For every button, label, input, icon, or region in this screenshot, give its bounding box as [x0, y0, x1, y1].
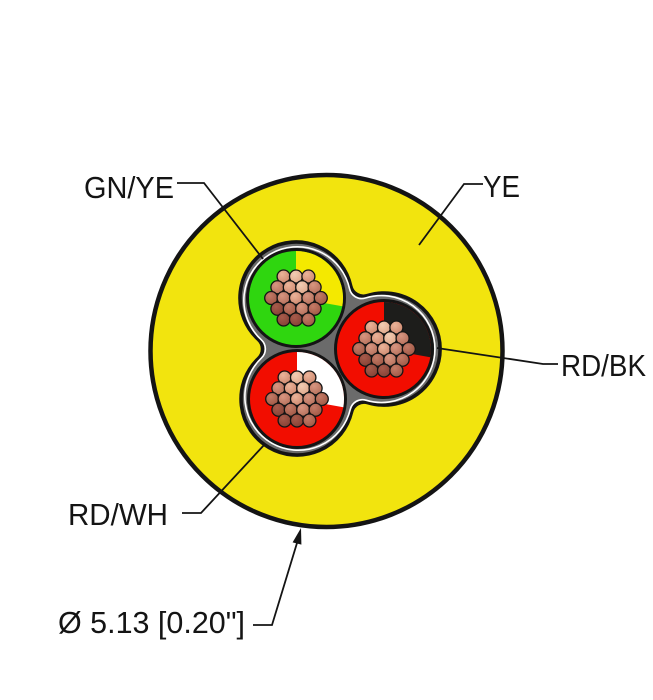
label-rd-bk: RD/BK [561, 348, 646, 383]
conductor-rd-bk [334, 299, 434, 399]
label-rd-wh: RD/WH [68, 497, 168, 532]
copper-strand [307, 301, 322, 316]
copper-strand [276, 312, 291, 327]
strand-bundle [352, 320, 416, 378]
copper-strand [301, 269, 316, 284]
dimension-label: Ø 5.13 [0.20"] [58, 605, 245, 640]
copper-strand [376, 363, 392, 378]
label-gn-ye: GN/YE [84, 170, 174, 205]
leader-rd-bk [436, 347, 558, 365]
leader-dimension [253, 542, 298, 626]
copper-strand [314, 391, 329, 407]
leader-lines [177, 182, 558, 626]
leader-gn-ye [177, 182, 264, 260]
conductor-gn-ye [246, 248, 346, 348]
copper-strand [308, 381, 323, 396]
copper-strand [302, 370, 317, 385]
copper-strand [389, 320, 404, 335]
leader-rd-wh [182, 443, 266, 514]
strand-bundle [264, 269, 328, 327]
copper-strand [288, 312, 304, 327]
copper-strand [401, 341, 416, 357]
wrap-tape-highlight [243, 245, 436, 452]
copper-strand [364, 363, 379, 378]
strand-bundle [265, 370, 329, 428]
copper-strand [313, 290, 328, 306]
copper-strand [389, 363, 404, 378]
copper-strand [307, 280, 322, 295]
dimension-arrowhead [292, 528, 302, 545]
copper-strand [301, 312, 316, 327]
copper-strand [277, 413, 292, 428]
copper-strand [308, 402, 323, 417]
conductor-rd-wh [247, 349, 347, 449]
copper-strand [302, 413, 317, 428]
copper-strand [395, 352, 410, 367]
label-ye: YE [483, 169, 520, 204]
copper-strand [395, 331, 410, 346]
leader-ye [418, 183, 483, 246]
copper-strand [289, 413, 305, 428]
